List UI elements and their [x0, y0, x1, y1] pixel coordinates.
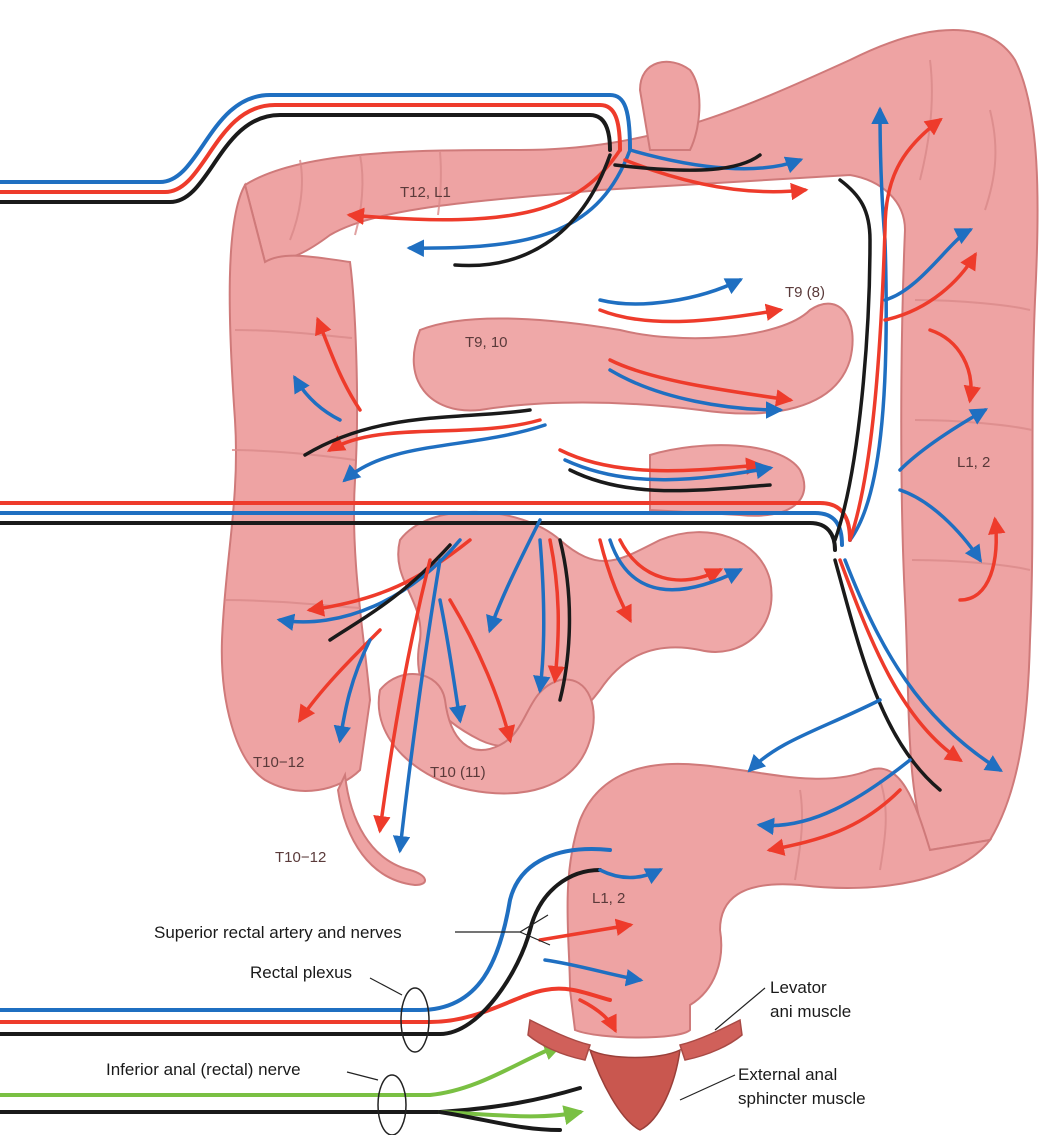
- hepatic-flexure: [640, 62, 699, 150]
- label-t10-11: T10 (11): [430, 764, 486, 781]
- large-intestine: [222, 30, 1038, 1038]
- inferior-anal-nerve-ring: [378, 1075, 406, 1135]
- superior-rectal-label: Superior rectal artery and nerves: [154, 923, 402, 942]
- inferior-anal-nerve-trunk: [0, 1045, 580, 1130]
- external-sphincter-label-line2: sphincter muscle: [738, 1089, 866, 1108]
- label-t10-12-appendix: T10−12: [275, 849, 326, 866]
- external-sphincter-label-line1: External anal: [738, 1065, 837, 1084]
- label-l1-2-descending: L1, 2: [957, 454, 990, 471]
- label-t9-10: T9, 10: [465, 334, 508, 351]
- label-l1-2-rectum: L1, 2: [592, 890, 625, 907]
- label-t9-8: T9 (8): [785, 284, 825, 301]
- label-t10-12-ascending: T10−12: [253, 754, 304, 771]
- external-anal-sphincter: [590, 1050, 680, 1130]
- levator-label-line2: ani muscle: [770, 1002, 851, 1021]
- label-t12-l1: T12, L1: [400, 184, 451, 201]
- inferior-anal-nerve-label: Inferior anal (rectal) nerve: [106, 1060, 301, 1079]
- levator-label-line1: Levator: [770, 978, 827, 997]
- rectal-plexus-label: Rectal plexus: [250, 963, 352, 982]
- small-intestine: [379, 304, 853, 794]
